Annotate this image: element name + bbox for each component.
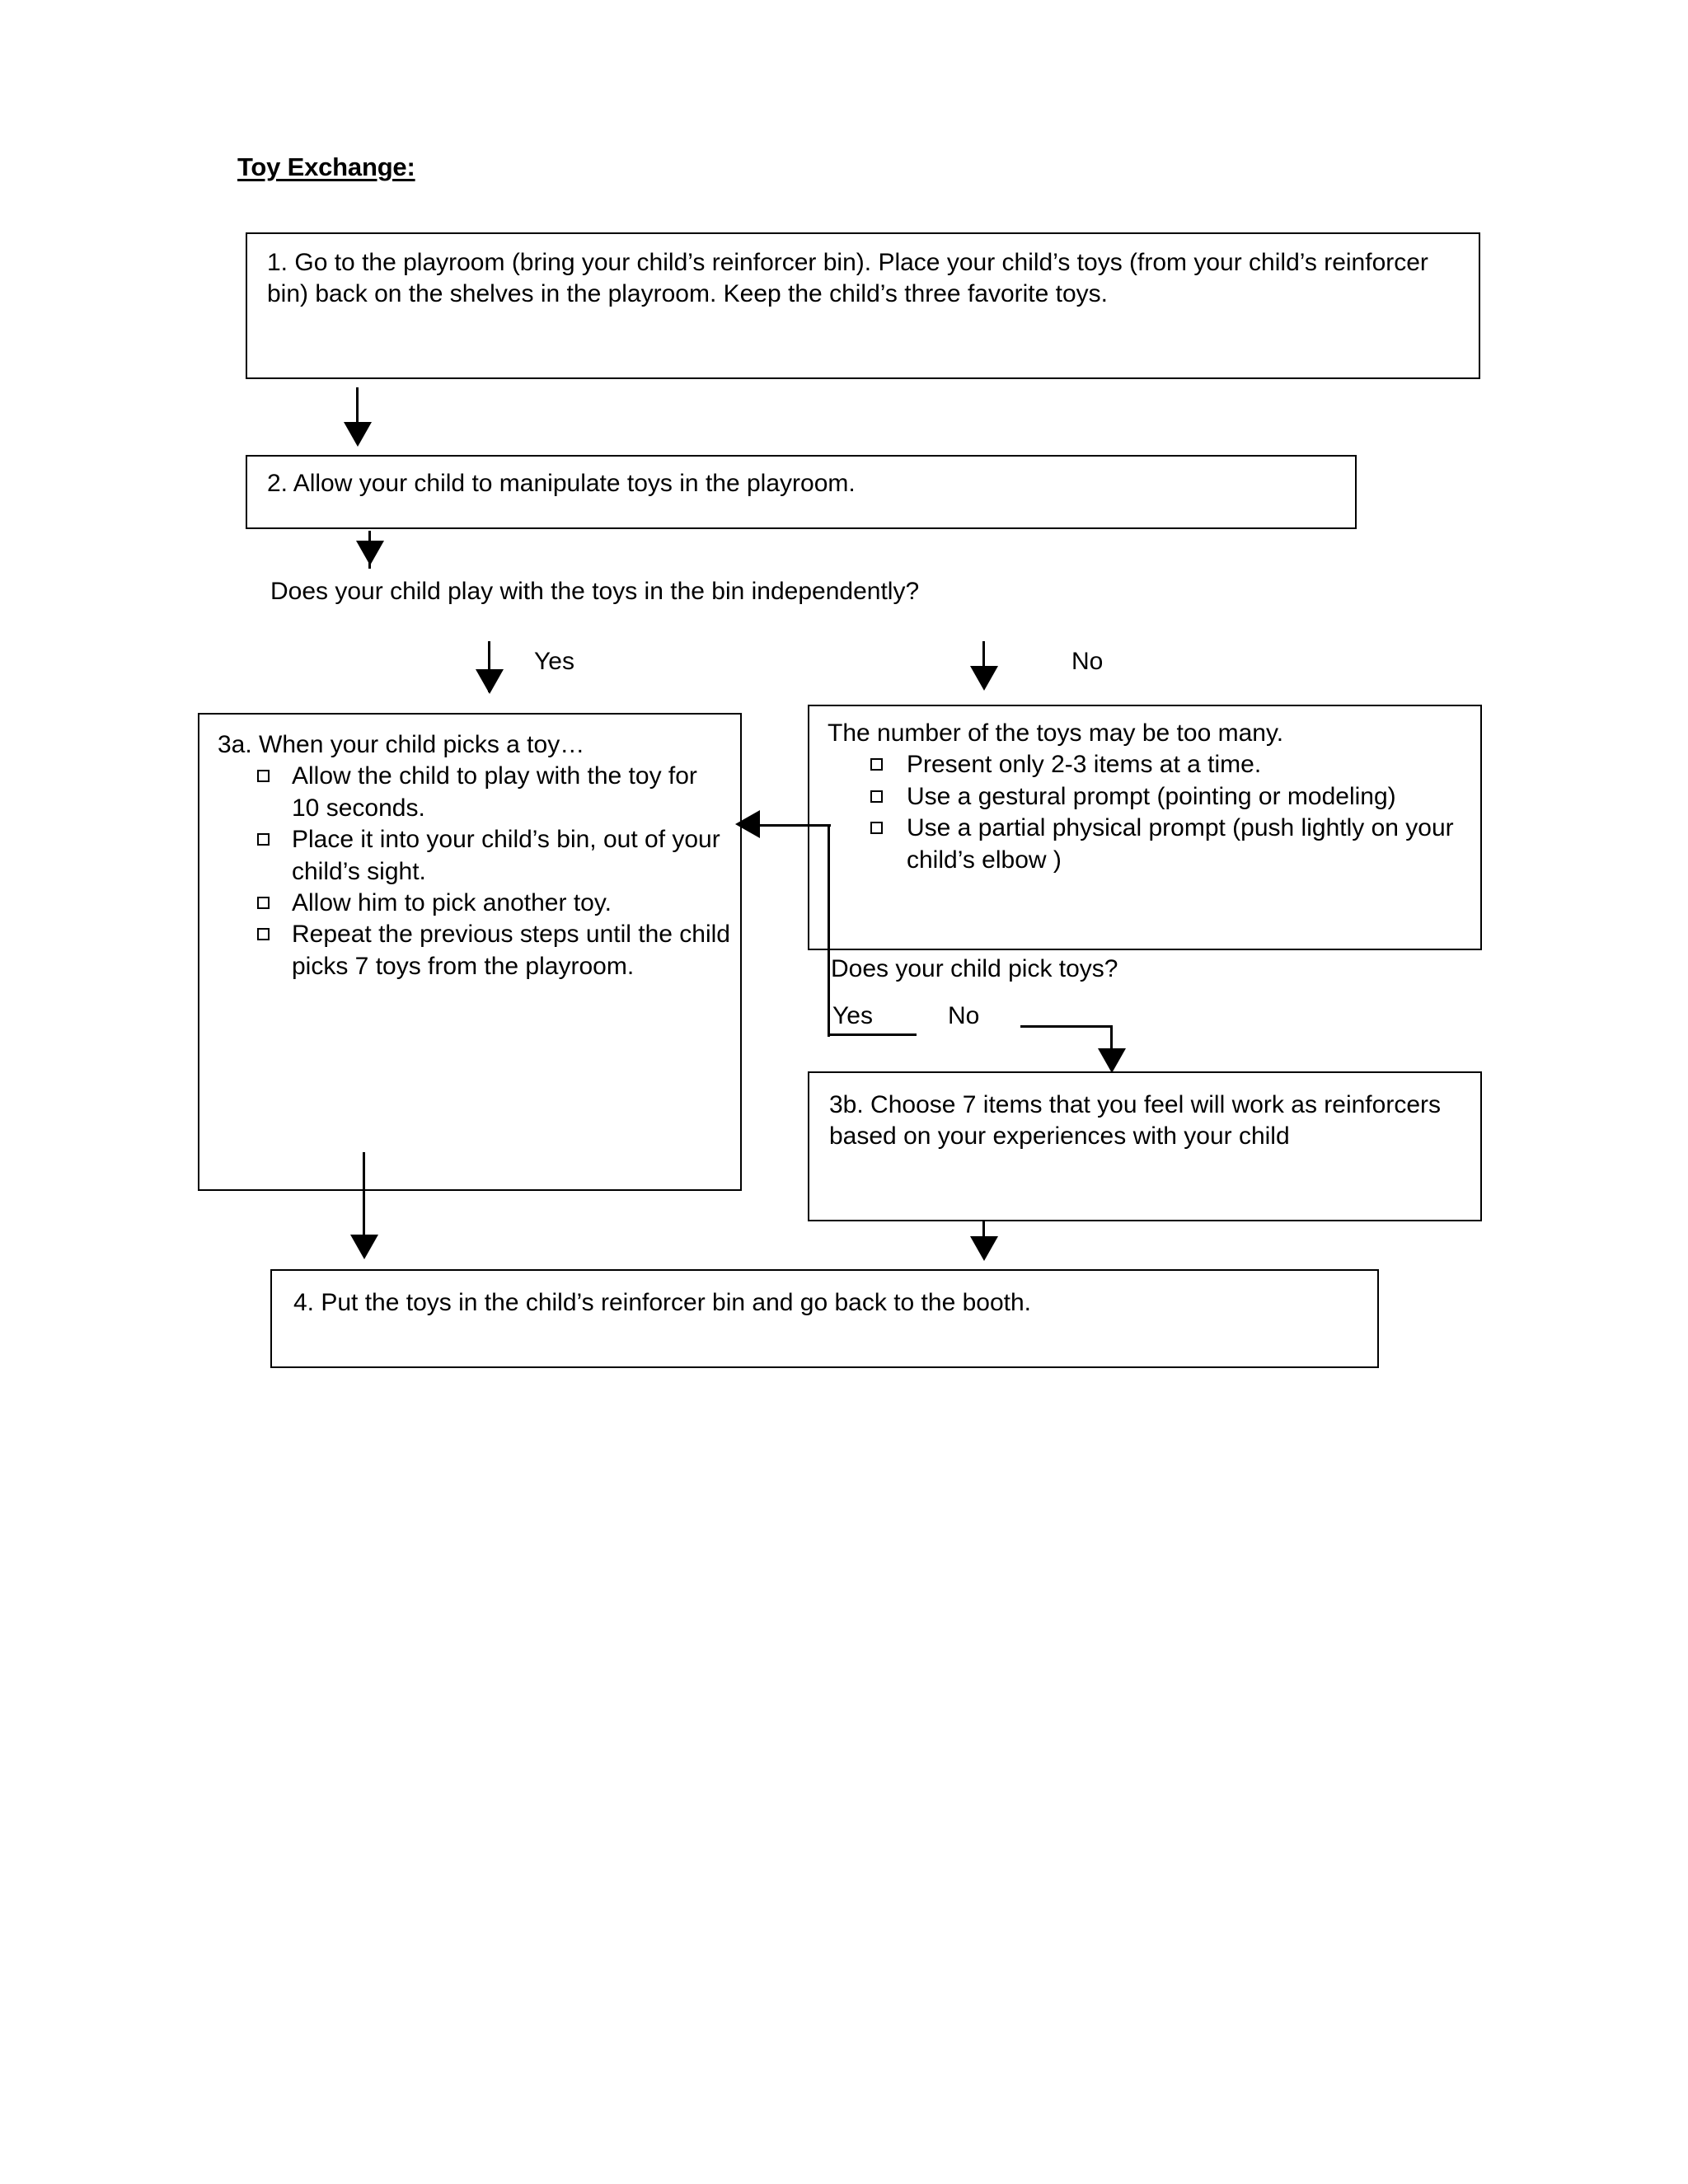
connector-question1-yes-line [488, 641, 490, 692]
flow-box-too-many-toys: The number of the toys may be too many. … [808, 705, 1482, 950]
too-many-toys-heading: The number of the toys may be too many. [828, 719, 1284, 747]
hollow-square-bullet-icon [257, 770, 270, 783]
list-item: Allow him to pick another toy. [218, 888, 730, 919]
flow-box-step-3a: 3a. When your child picks a toy… Allow t… [198, 713, 742, 1191]
list-item: Repeat the previous steps until the chil… [218, 919, 730, 982]
step-3a-heading: 3a. When your child picks a toy… [218, 731, 585, 758]
flow-box-step-1: 1. Go to the playroom (bring your child’… [246, 232, 1480, 379]
connector-question1-no-line [982, 641, 985, 684]
too-many-toys-bullet-list: Present only 2-3 items at a time. Use a … [828, 749, 1469, 876]
step-1-text: 1. Go to the playroom (bring your child’… [267, 249, 1428, 308]
connector-question1-no-arrowhead [970, 666, 998, 691]
list-item: Present only 2-3 items at a time. [828, 749, 1469, 780]
step-3a-bullet-list: Allow the child to play with the toy for… [218, 761, 730, 982]
hollow-square-bullet-icon [257, 896, 270, 909]
hollow-square-bullet-icon [257, 833, 270, 846]
hollow-square-bullet-icon [870, 758, 883, 771]
step-4-text: 4. Put the toys in the child’s reinforce… [293, 1289, 1032, 1316]
hollow-square-bullet-icon [870, 790, 883, 803]
connector-step1-to-step2-arrowhead [344, 422, 372, 447]
flow-box-step-4: 4. Put the toys in the child’s reinforce… [270, 1269, 1379, 1368]
branch-label-question1-no: No [1071, 648, 1104, 675]
connector-step3a-to-step4-arrowhead [350, 1235, 378, 1259]
page-title: Toy Exchange: [237, 152, 415, 181]
connector-question2-yes-arrowhead [735, 810, 760, 838]
connector-question2-no-arrowhead [1098, 1048, 1126, 1073]
connector-question2-yes-segment-top [758, 824, 831, 827]
flow-box-step-3b: 3b. Choose 7 items that you feel will wo… [808, 1071, 1482, 1221]
list-item-text: Repeat the previous steps until the chil… [292, 921, 730, 980]
step-2-text: 2. Allow your child to manipulate toys i… [267, 470, 856, 497]
branch-label-question2-yes: Yes [832, 1002, 873, 1029]
list-item-text: Place it into your child’s bin, out of y… [292, 826, 720, 885]
hollow-square-bullet-icon [257, 928, 270, 941]
branch-label-question1-yes: Yes [534, 648, 574, 675]
list-item-text: Allow him to pick another toy. [292, 888, 612, 916]
list-item: Use a gestural prompt (pointing or model… [828, 781, 1469, 813]
connector-step2-to-question1-arrowhead [356, 541, 384, 565]
connector-step3b-to-step4-arrowhead [970, 1236, 998, 1261]
list-item: Place it into your child’s bin, out of y… [218, 824, 730, 888]
hollow-square-bullet-icon [870, 822, 883, 835]
list-item-text: Allow the child to play with the toy for… [292, 762, 697, 822]
connector-question1-yes-arrowhead [476, 669, 504, 694]
branch-label-question2-no: No [948, 1002, 980, 1029]
connector-step3a-to-step4-line [363, 1152, 365, 1243]
decision-question-1: Does your child play with the toys in th… [270, 578, 920, 605]
list-item: Use a partial physical prompt (push ligh… [828, 813, 1469, 876]
connector-step1-to-step2-line [356, 387, 359, 432]
list-item: Allow the child to play with the toy for… [218, 761, 730, 824]
connector-question2-yes-segment-vertical [828, 824, 830, 1037]
step-3b-text: 3b. Choose 7 items that you feel will wo… [829, 1091, 1441, 1151]
list-item-text: Use a partial physical prompt (push ligh… [907, 814, 1454, 874]
connector-question2-no-segment-vertical [1110, 1025, 1113, 1057]
connector-question2-yes-segment-bottom [828, 1033, 917, 1036]
connector-step3b-to-step4-line [982, 1221, 985, 1246]
list-item-text: Use a gestural prompt (pointing or model… [907, 782, 1396, 810]
connector-question2-no-segment-horizontal [1020, 1025, 1113, 1028]
list-item-text: Present only 2-3 items at a time. [907, 751, 1262, 779]
decision-question-2: Does your child pick toys? [831, 955, 1118, 982]
flow-box-step-2: 2. Allow your child to manipulate toys i… [246, 455, 1357, 529]
